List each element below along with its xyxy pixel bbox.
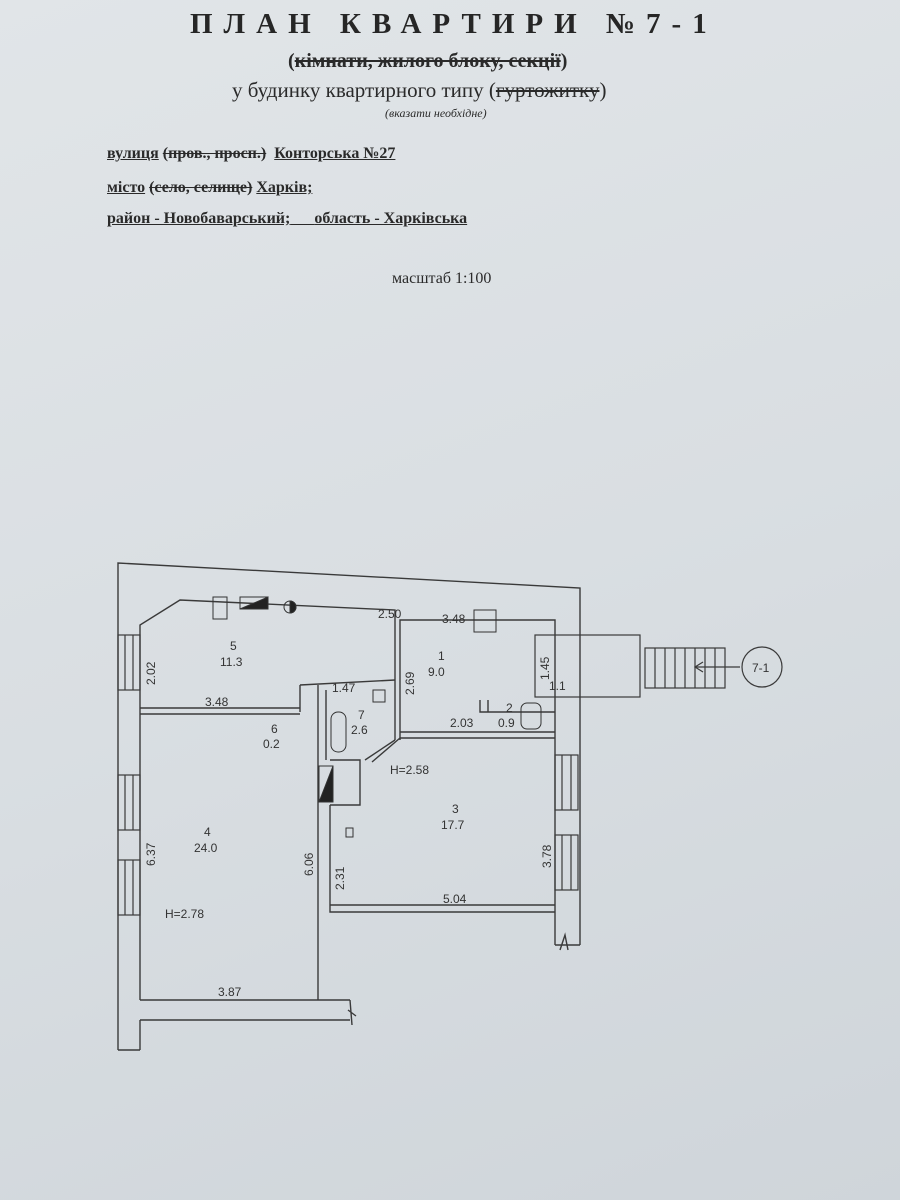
- break-mark: [347, 999, 357, 1026]
- city-value: Харків;: [256, 179, 313, 196]
- dimension: 3.87: [218, 985, 242, 999]
- boiler-icon: [212, 596, 228, 620]
- dimension: 3.78: [540, 844, 554, 868]
- wall-bath: [299, 679, 396, 1000]
- dimension: 6.06: [302, 852, 316, 876]
- district-line: район - Новобаварський; область - Харків…: [107, 210, 467, 228]
- bottom-wall: [118, 999, 350, 1051]
- dimension: 1.47: [332, 681, 356, 695]
- fixtures: [212, 596, 542, 838]
- dimension: 5.04: [443, 892, 467, 906]
- room-area: 0.2: [263, 737, 280, 751]
- window: [554, 834, 579, 891]
- paren: ): [560, 50, 568, 72]
- room-area: 9.0: [428, 665, 445, 679]
- dimension: 2.03: [450, 716, 474, 730]
- dimension: 1.45: [538, 656, 552, 680]
- paren: ): [599, 78, 607, 102]
- wall-1-3: [364, 731, 555, 763]
- toilet-icon: [520, 702, 542, 730]
- subtitle-struck-types: (кімнати, жилого блоку, секції): [288, 50, 567, 73]
- room-number: 2: [506, 701, 513, 715]
- window: [117, 859, 141, 916]
- room-area: 1.1: [549, 679, 566, 693]
- room-area: 0.9: [498, 716, 515, 730]
- struck-text: гуртожитку: [495, 78, 600, 102]
- entrance-marker: [741, 646, 783, 688]
- building-type: у будинку квартирного типу (гуртожитку): [232, 78, 606, 103]
- entrance: [534, 634, 783, 698]
- street-label: вулиця: [107, 145, 159, 162]
- room-number: 1: [438, 649, 445, 663]
- room-number: 4: [204, 825, 211, 839]
- room-area: 24.0: [194, 841, 218, 855]
- walls: [117, 562, 581, 1051]
- dimensions: 2.50 3.48 3.48 1.47 2.03 5.04 3.87 2.02 …: [144, 607, 770, 999]
- wall-5-4: [140, 707, 300, 715]
- break-mark: [555, 932, 580, 951]
- room-area: 17.7: [441, 818, 465, 832]
- stove-icon: [473, 609, 497, 633]
- city-label: місто: [107, 179, 146, 196]
- paren: (: [288, 50, 295, 72]
- struck-text: кімнати, жилого блоку, секції: [294, 50, 561, 72]
- dimension: 2.31: [333, 866, 347, 890]
- wall-wc: [479, 700, 555, 713]
- outlet-icon: [345, 827, 354, 838]
- dimension: 3.48: [205, 695, 229, 709]
- room-area: 2.6: [351, 723, 368, 737]
- hint-text: (вказати необхідне): [385, 106, 487, 120]
- struck-text: (село, селище): [149, 179, 253, 196]
- room-area: 11.3: [220, 655, 243, 669]
- dimension: 2.50: [378, 607, 402, 621]
- inner-wall-right: [399, 619, 556, 945]
- windows: [117, 634, 579, 916]
- room-labels: 1 9.0 2 0.9 3 17.7 4 24.0 5 11.3 6 0.2 7…: [194, 639, 566, 855]
- room-number: 7: [358, 708, 365, 722]
- room-number: 3: [452, 802, 459, 816]
- region: область - Харківська: [314, 210, 468, 227]
- vestibule: [534, 634, 641, 698]
- window: [117, 774, 141, 831]
- struck-text: (пров., просп.): [162, 145, 267, 162]
- entrance-label: 7-1: [752, 661, 770, 675]
- window: [117, 634, 141, 691]
- room-number: 6: [271, 722, 278, 736]
- room-number: 5: [230, 639, 237, 653]
- district: район - Новобаварський;: [107, 210, 291, 227]
- dimension: 6.37: [144, 842, 158, 866]
- city-line: місто (село, селище) Харків;: [107, 179, 312, 197]
- outer-wall: [117, 562, 581, 1050]
- street-value: Конторська №27: [274, 145, 396, 162]
- dimension: 2.69: [403, 671, 417, 695]
- dimension: 2.02: [144, 661, 158, 685]
- wall-room3: [329, 759, 555, 913]
- inner-wall-left: [139, 599, 396, 1000]
- street-line: вулиця (пров., просп.) Конторська №27: [107, 145, 395, 163]
- building-type-text: у будинку квартирного типу (: [232, 78, 496, 102]
- ceiling-height: H=2.58: [390, 763, 429, 777]
- page-title: ПЛАН КВАРТИРИ №7-1: [190, 8, 718, 40]
- scale-label: масштаб 1:100: [392, 270, 492, 287]
- bathtub-icon: [330, 711, 347, 753]
- window: [554, 754, 579, 811]
- dimension: 3.48: [442, 612, 466, 626]
- ceiling-height: H=2.78: [165, 907, 204, 921]
- arrow-icon: [693, 661, 740, 673]
- sink-icon: [372, 689, 386, 703]
